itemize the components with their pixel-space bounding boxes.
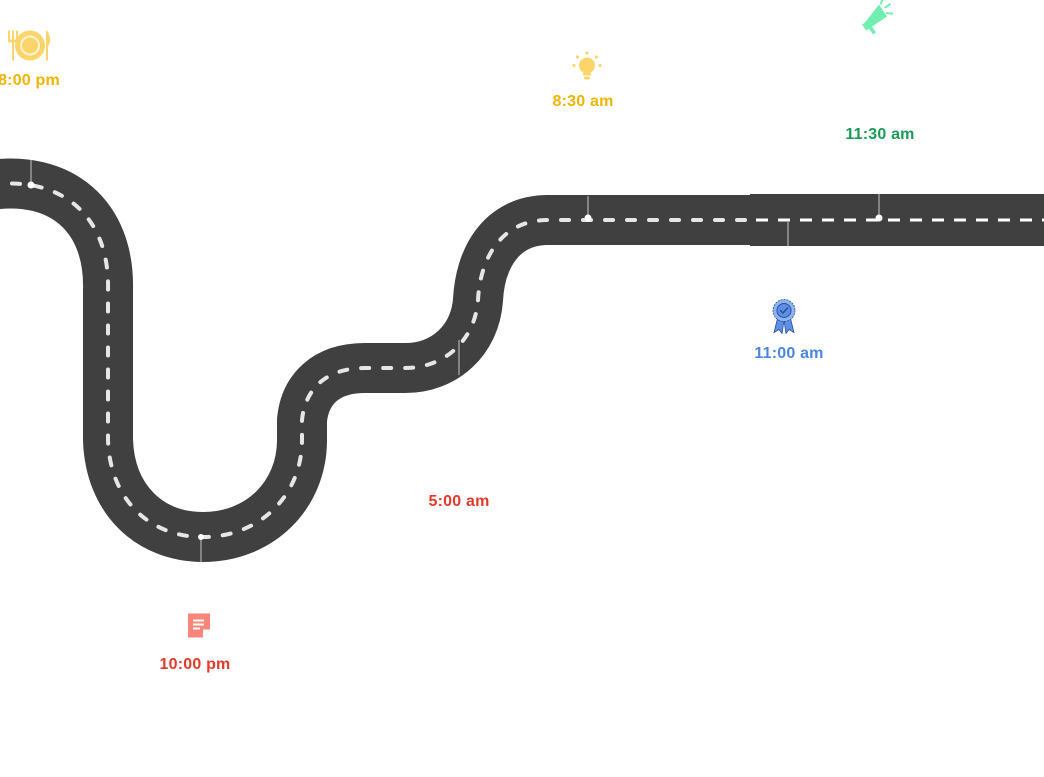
milestone-time-morning: 5:00 am <box>428 493 490 510</box>
award-ribbon-icon <box>770 299 798 340</box>
marker-dot-announce <box>875 214 883 222</box>
lane-marking-curve <box>0 181 752 540</box>
dinner-plate-icon <box>5 29 53 68</box>
megaphone-icon <box>857 0 897 44</box>
lightbulb-icon <box>571 51 603 88</box>
milestone-time-dinner: 8:00 pm <box>0 72 60 89</box>
milestone-markers <box>27 160 883 562</box>
milestone-time-note: 10:00 pm <box>159 656 231 673</box>
milestone-time-idea: 8:30 am <box>552 93 614 110</box>
marker-dot-dinner <box>27 181 35 189</box>
milestone-time-announce: 11:30 am <box>845 126 915 143</box>
road-body <box>0 158 750 562</box>
marker-dot-note <box>198 534 204 540</box>
milestone-time-award: 11:00 am <box>754 345 824 362</box>
marker-dot-idea <box>584 214 592 222</box>
road <box>0 158 1044 562</box>
note-icon <box>185 612 213 645</box>
